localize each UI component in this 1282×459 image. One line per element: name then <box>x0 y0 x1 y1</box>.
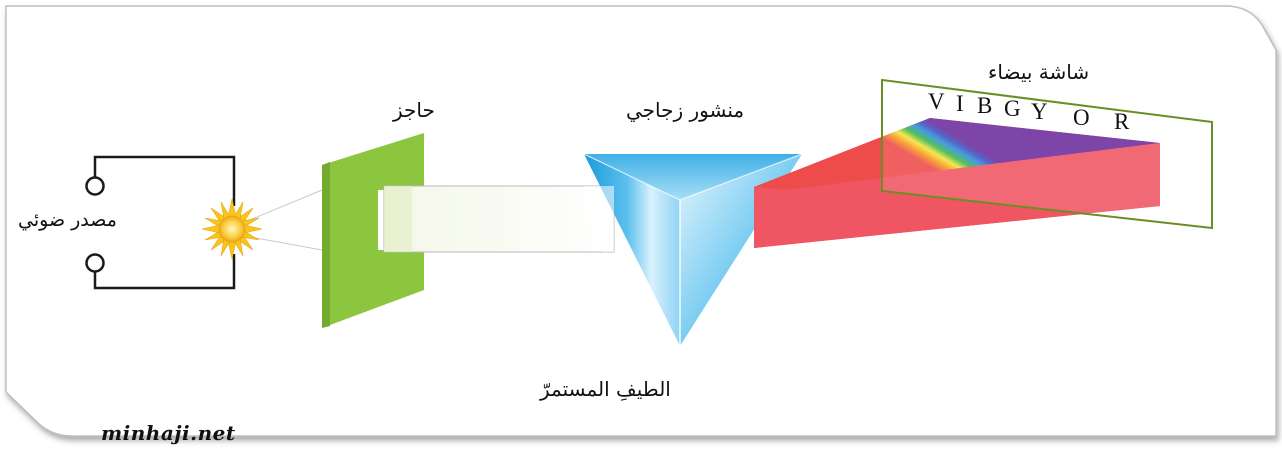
spectrum-letter-r: R <box>1114 109 1130 134</box>
continuous-spectrum-label: الطيفِ المستمرّ <box>540 377 671 401</box>
prism-label: منشور زجاجي <box>626 98 745 122</box>
light-rays <box>244 189 323 251</box>
barrier-label: حاجز <box>393 98 435 122</box>
watermark-text: minhaji.net <box>101 421 236 445</box>
spectrum-letter-b: B <box>977 93 993 118</box>
spectrum-letter-i: I <box>956 91 964 116</box>
spectrum-letter-v: V <box>928 89 945 114</box>
light-source-circuit <box>85 155 236 290</box>
spectrum-letter-o: O <box>1073 105 1090 130</box>
white-screen <box>881 78 1213 230</box>
light-source-label: مصدر ضوئي <box>18 209 117 231</box>
screen-label: شاشة بيضاء <box>988 60 1090 84</box>
spectrum-letter-y: Y <box>1031 99 1048 124</box>
terminal-top-icon <box>85 176 105 196</box>
spectrum-letter-g: G <box>1004 96 1021 121</box>
sun-icon <box>201 198 263 260</box>
terminal-bottom-icon <box>85 253 105 273</box>
light-beam <box>383 185 615 253</box>
dispersed-spectrum <box>754 118 1160 248</box>
